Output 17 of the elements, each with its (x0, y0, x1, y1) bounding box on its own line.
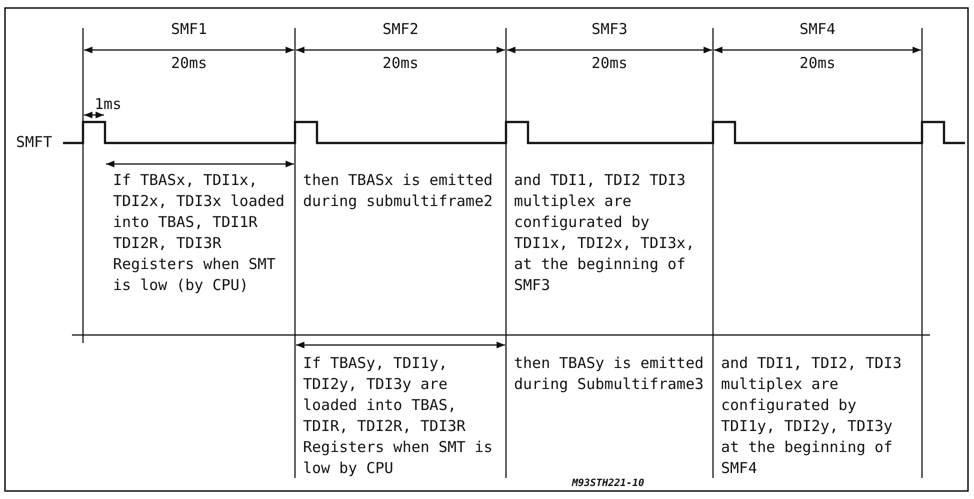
note-text: and TDI1, TDI2, TDI3 multiplex are configurated by TDI1y, TDI2y, TDI3y at the beginning of SMF4 (721, 353, 903, 479)
figure-reference: M93STH221-10 (572, 478, 644, 490)
duration-label: 20ms (590, 53, 629, 74)
frame-name: SMF1 (170, 19, 208, 40)
note-text: If TBASx, TDI1x, TDI2x, TDI3x loaded into TBAS, TDI1R TDI2R, TDI3R Registers when SMT is low (by CPU) (113, 170, 286, 296)
note-text: then TBASx is emitted during submultiframe2 (303, 170, 494, 212)
frame-name: SMF3 (590, 19, 629, 40)
duration-label: 1ms (93, 94, 123, 115)
signal-name: SMFT (16, 132, 54, 153)
frame-name: SMF4 (798, 19, 837, 40)
duration-label: 20ms (798, 53, 837, 74)
note-text: If TBASy, TDI1y, TDI2y, TDI3y are loaded into TBAS, TDIR, TDI2R, TDI3R Registers when SMT is low by CPU (303, 353, 494, 479)
frame-name: SMF2 (381, 19, 420, 40)
duration-label: 20ms (381, 53, 420, 74)
note-text: and TDI1, TDI2 TDI3 multiplex are configurated by TDI1x, TDI2x, TDI3x, at the beginning of SMF3 (514, 170, 696, 296)
duration-label: 20ms (170, 53, 208, 74)
note-text: then TBASy is emitted during Submultiframe3 (514, 353, 705, 395)
